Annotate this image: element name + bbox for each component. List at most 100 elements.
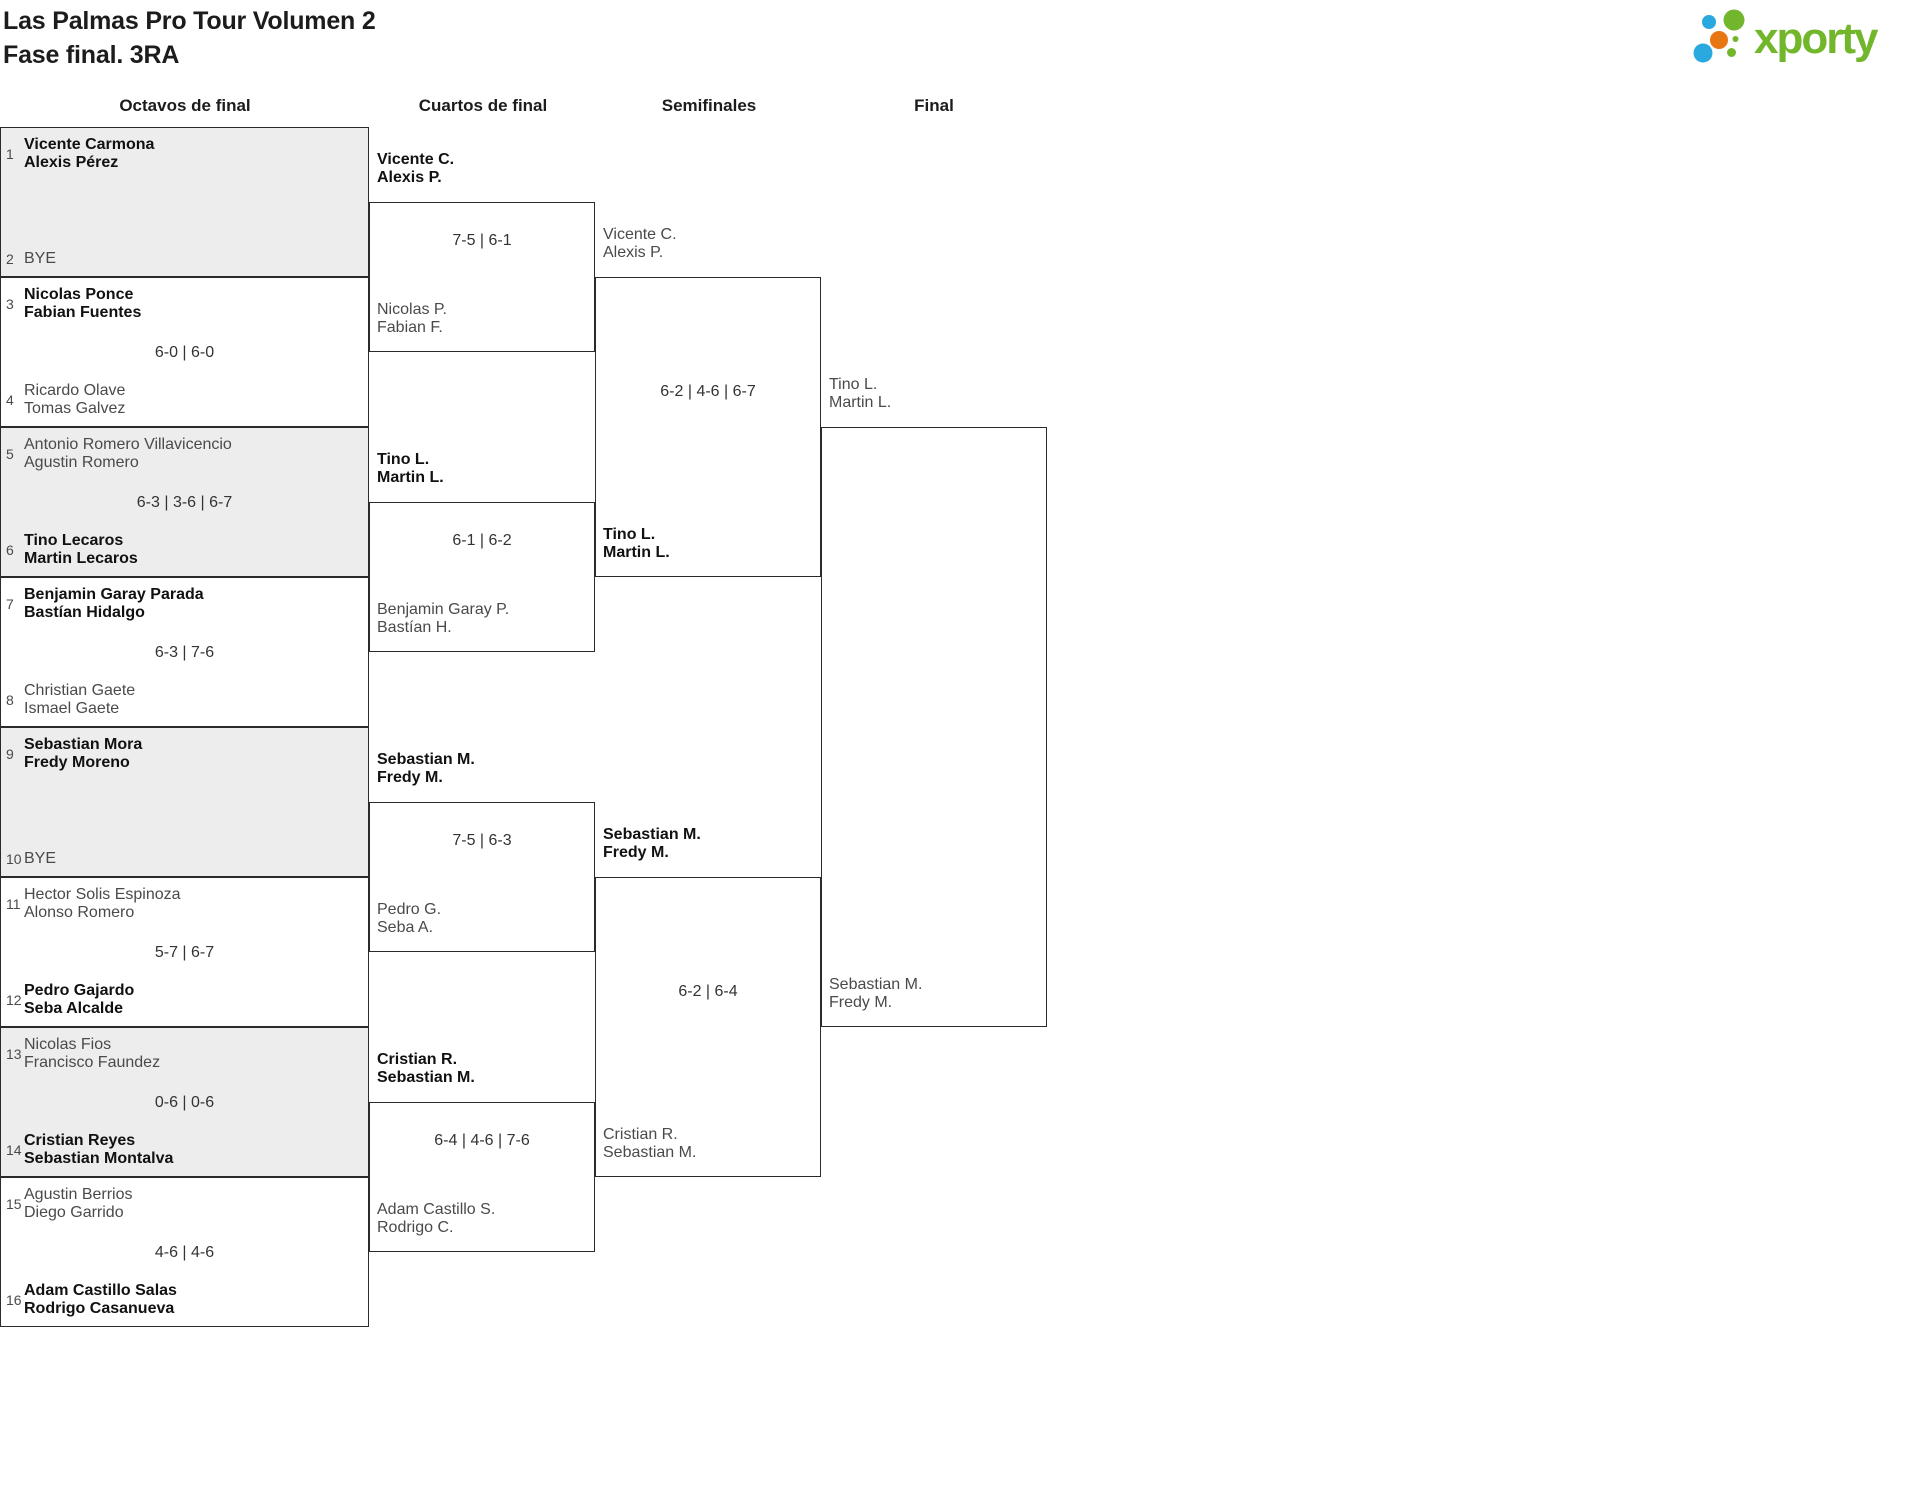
round-header-semifinales: Semifinales [661, 96, 757, 115]
team-line: Cristian R. [603, 1126, 678, 1143]
team-line: Fredy M. [829, 994, 893, 1011]
team-line: Alexis Pérez [24, 154, 119, 171]
match-octavos-7: 13 Nicolas Fios Francisco Faundez 0-6 | … [0, 1027, 369, 1177]
team-row: 12 Pedro Gajardo Seba Alcalde [6, 982, 364, 1018]
team-line: Fredy Moreno [24, 754, 130, 771]
match-octavos-5: 9 Sebastian Mora Fredy Moreno 10 BYE [0, 727, 369, 877]
team-row: 3 Nicolas Ponce Fabian Fuentes [6, 286, 364, 322]
tournament-name: Las Palmas Pro Tour Volumen 2 [3, 7, 376, 35]
team-row: 6 Tino Lecaros Martin Lecaros [6, 532, 364, 568]
team-line: Sebastian M. [377, 751, 475, 768]
team-line: Tino L. [603, 526, 656, 543]
team-line: Tino L. [377, 451, 430, 468]
team-line: Vicente Carmona [24, 136, 155, 153]
team-row: 14 Cristian Reyes Sebastian Montalva [6, 1132, 364, 1168]
team-line: BYE [24, 250, 57, 267]
team-line: Seba A. [377, 919, 434, 936]
team-line: Ismael Gaete [24, 700, 120, 717]
match-score: 4-6 | 4-6 [154, 1244, 215, 1261]
advancing-team: Sebastian M. Fredy M. [603, 826, 701, 862]
team-line: Agustin Berrios [24, 1186, 133, 1203]
advancing-team: Tino L. Martin L. [603, 526, 670, 562]
match-score: 6-3 | 7-6 [154, 644, 215, 661]
advancing-team: Benjamin Garay P. Bastían H. [377, 601, 509, 637]
match-cuartos-2: Tino L. Martin L. 6-1 | 6-2 Benjamin Gar… [369, 451, 595, 652]
seed-number: 16 [6, 1292, 22, 1308]
team-row: 15 Agustin Berrios Diego Garrido [6, 1186, 364, 1222]
team-line: Agustin Romero [24, 454, 139, 471]
team-row: 8 Christian Gaete Ismael Gaete [6, 682, 364, 718]
seed-number: 13 [6, 1046, 22, 1062]
round-header-cuartos: Cuartos de final [418, 96, 548, 115]
team-line: Martin L. [377, 469, 444, 486]
match-final: Tino L. Martin L. Sebastian M. Fredy M. [821, 376, 1047, 1027]
team-line: Christian Gaete [24, 682, 136, 699]
advancing-team: Cristian R. Sebastian M. [377, 1051, 475, 1087]
team-line: Sebastian M. [603, 826, 701, 843]
phase-name: Fase final. 3RA [3, 41, 180, 69]
match-semifinal-2: Sebastian M. Fredy M. 6-2 | 6-4 Cristian… [595, 826, 821, 1177]
team-line: Antonio Romero Villavicencio [24, 436, 232, 453]
seed-number: 3 [6, 296, 14, 312]
team-line: Sebastian M. [829, 976, 923, 993]
team-names: Antonio Romero Villavicencio Agustin Rom… [24, 436, 232, 472]
match-score: 7-5 | 6-3 [452, 832, 512, 849]
seed-number: 9 [6, 746, 14, 762]
match-cuartos-4: Cristian R. Sebastian M. 6-4 | 4-6 | 7-6… [369, 1051, 595, 1252]
advancing-team: Sebastian M. Fredy M. [377, 751, 475, 787]
team-line: Hector Solis Espinoza [24, 886, 181, 903]
advancing-team: Vicente C. Alexis P. [603, 226, 677, 262]
team-line: Martin Lecaros [24, 550, 138, 567]
team-line: Sebastian M. [377, 1069, 475, 1086]
page-title: Las Palmas Pro Tour Volumen 2 Fase final… [3, 4, 376, 72]
match-octavos-1: 1 Vicente Carmona Alexis Pérez 2 BYE [0, 127, 369, 277]
team-names: Adam Castillo Salas Rodrigo Casanueva [24, 1282, 177, 1318]
team-line: Fabian Fuentes [24, 304, 142, 321]
advancing-team: Cristian R. Sebastian M. [603, 1126, 696, 1162]
team-row: 1 Vicente Carmona Alexis Pérez [6, 136, 364, 172]
advancing-team: Tino L. Martin L. [377, 451, 444, 487]
team-line: Pedro G. [377, 901, 442, 918]
team-names: Hector Solis Espinoza Alonso Romero [24, 886, 181, 922]
team-names: Pedro Gajardo Seba Alcalde [24, 982, 134, 1018]
team-line: Fabian F. [377, 319, 443, 336]
match-octavos-3: 5 Antonio Romero Villavicencio Agustin R… [0, 427, 369, 577]
team-line: Nicolas Fios [24, 1036, 112, 1053]
match-cuartos-1: Vicente C. Alexis P. 7-5 | 6-1 Nicolas P… [369, 151, 595, 352]
team-names: Nicolas Fios Francisco Faundez [24, 1036, 160, 1072]
team-line: Rodrigo C. [377, 1219, 454, 1236]
team-line: Vicente C. [377, 151, 455, 168]
match-score: 6-3 | 3-6 | 6-7 [136, 494, 233, 511]
team-line: Diego Garrido [24, 1204, 124, 1221]
team-names: Christian Gaete Ismael Gaete [24, 682, 135, 718]
team-row: 16 Adam Castillo Salas Rodrigo Casanueva [6, 1282, 364, 1318]
match-score: 6-4 | 4-6 | 7-6 [434, 1132, 530, 1149]
team-line: Fredy M. [603, 844, 669, 861]
seed-number: 15 [6, 1196, 22, 1212]
round-header-final: Final [914, 96, 954, 115]
team-line: Ricardo Olave [24, 382, 126, 399]
team-line: Adam Castillo S. [377, 1201, 496, 1218]
team-line: Francisco Faundez [24, 1054, 161, 1071]
team-line: Nicolas Ponce [24, 286, 134, 303]
match-cuartos-3: Sebastian M. Fredy M. 7-5 | 6-3 Pedro G.… [369, 751, 595, 952]
advancing-team: Adam Castillo S. Rodrigo C. [377, 1201, 495, 1237]
team-names: Nicolas Ponce Fabian Fuentes [24, 286, 141, 322]
match-octavos-4: 7 Benjamin Garay Parada Bastían Hidalgo … [0, 577, 369, 727]
team-line: Sebastian Montalva [24, 1150, 174, 1167]
seed-number: 5 [6, 446, 14, 462]
team-line: BYE [24, 850, 57, 867]
seed-number: 7 [6, 596, 14, 612]
team-line: Cristian R. [377, 1051, 458, 1068]
team-names: Tino Lecaros Martin Lecaros [24, 532, 138, 568]
team-row: 9 Sebastian Mora Fredy Moreno [6, 736, 364, 772]
team-row: 10 BYE [6, 850, 364, 868]
team-names: BYE [24, 250, 56, 268]
match-score: 6-2 | 6-4 [678, 983, 738, 1000]
team-line: Fredy M. [377, 769, 443, 786]
team-line: Martin L. [829, 394, 892, 411]
team-line: Alonso Romero [24, 904, 135, 921]
team-line: Bastían H. [377, 619, 452, 636]
xporty-logo[interactable]: xporty [1688, 4, 1918, 68]
